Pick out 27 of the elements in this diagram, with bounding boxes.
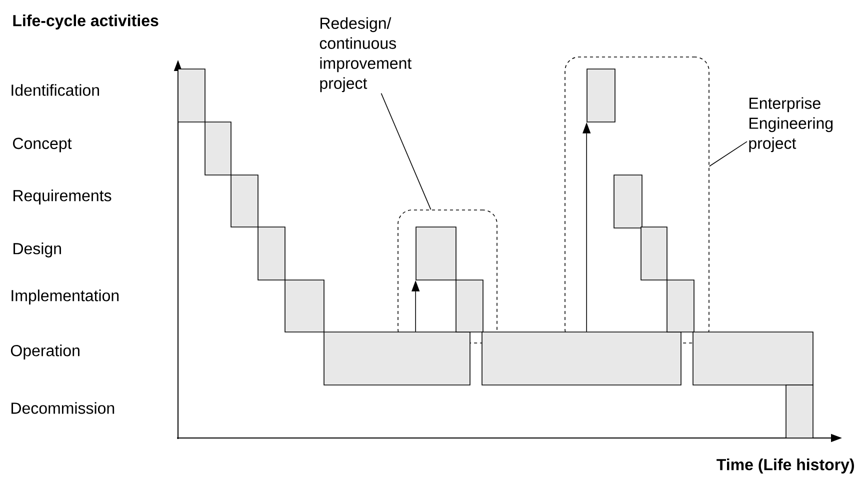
activity-box bbox=[178, 68, 206, 122]
row-label: Implementation bbox=[12, 290, 119, 304]
activity-box bbox=[258, 226, 286, 280]
activity-box bbox=[284, 280, 324, 332]
row-label: Operation bbox=[10, 344, 80, 360]
activity-box bbox=[230, 174, 258, 228]
leader-line bbox=[380, 92, 432, 210]
row-label: Decommission bbox=[12, 402, 114, 414]
activity-box bbox=[614, 174, 642, 228]
leader-line bbox=[709, 141, 748, 167]
activity-box bbox=[324, 332, 470, 386]
activity-box bbox=[640, 226, 668, 280]
activity-box bbox=[482, 332, 682, 386]
row-label: Design bbox=[14, 242, 61, 258]
row-label: Concept bbox=[13, 138, 72, 152]
axis-title: Life-cycle activities bbox=[13, 14, 158, 30]
row-label: Requirements bbox=[14, 190, 112, 204]
activity-box bbox=[666, 280, 694, 332]
activity-box bbox=[416, 226, 456, 280]
callout-text: Enterprise Engineering project bbox=[749, 97, 833, 152]
axis-title: Time (Life history) bbox=[716, 458, 854, 474]
activity-box bbox=[586, 68, 616, 122]
activity-box bbox=[204, 122, 232, 176]
activity-box bbox=[456, 280, 484, 332]
activity-box bbox=[786, 384, 814, 438]
row-label: Identification bbox=[12, 84, 99, 96]
callout-text: Redesign/ continuous improvement project bbox=[320, 17, 412, 92]
